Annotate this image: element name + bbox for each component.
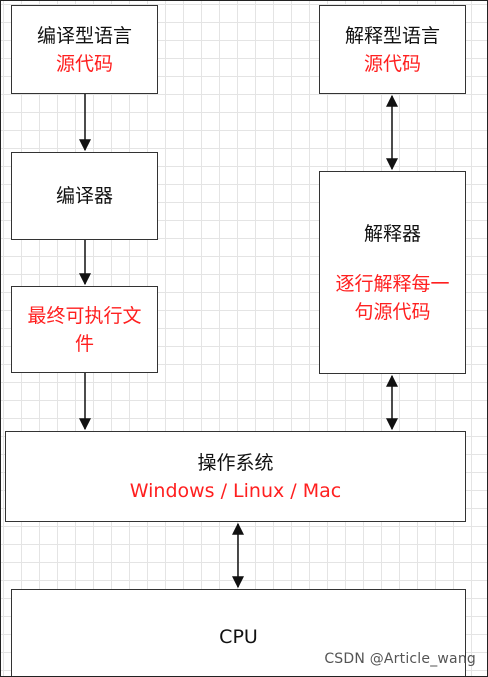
cpu-title: CPU (219, 625, 258, 648)
watermark: CSDN @Article_wang (324, 651, 476, 667)
cpu-box: CPU (11, 589, 466, 677)
os-title: 操作系统 (197, 451, 274, 474)
interpreted-language-subtitle: 源代码 (363, 52, 421, 75)
interpreted-language-source-box: 解释型语言 源代码 (319, 5, 466, 94)
compiler-title: 编译器 (55, 185, 113, 207)
interpreter-description-line1: 逐行解释每一 (335, 272, 450, 295)
interpreted-language-title: 解释型语言 (344, 24, 440, 47)
compiled-language-subtitle: 源代码 (55, 52, 113, 75)
executable-label-line1: 最终可执行文 (27, 304, 142, 327)
os-platforms: Windows / Linux / Mac (129, 479, 342, 502)
compiled-language-source-box: 编译型语言 源代码 (11, 5, 158, 94)
compiled-language-title: 编译型语言 (36, 24, 132, 47)
operating-system-box: 操作系统 Windows / Linux / Mac (5, 431, 466, 522)
interpreter-description-line2: 句源代码 (354, 300, 431, 323)
interpreter-box: 解释器 逐行解释每一 句源代码 (319, 171, 466, 374)
compiler-box: 编译器 (11, 152, 158, 240)
interpreter-title: 解释器 (363, 222, 421, 245)
executable-file-box: 最终可执行文 件 (11, 286, 158, 373)
executable-label-line2: 件 (74, 332, 94, 355)
